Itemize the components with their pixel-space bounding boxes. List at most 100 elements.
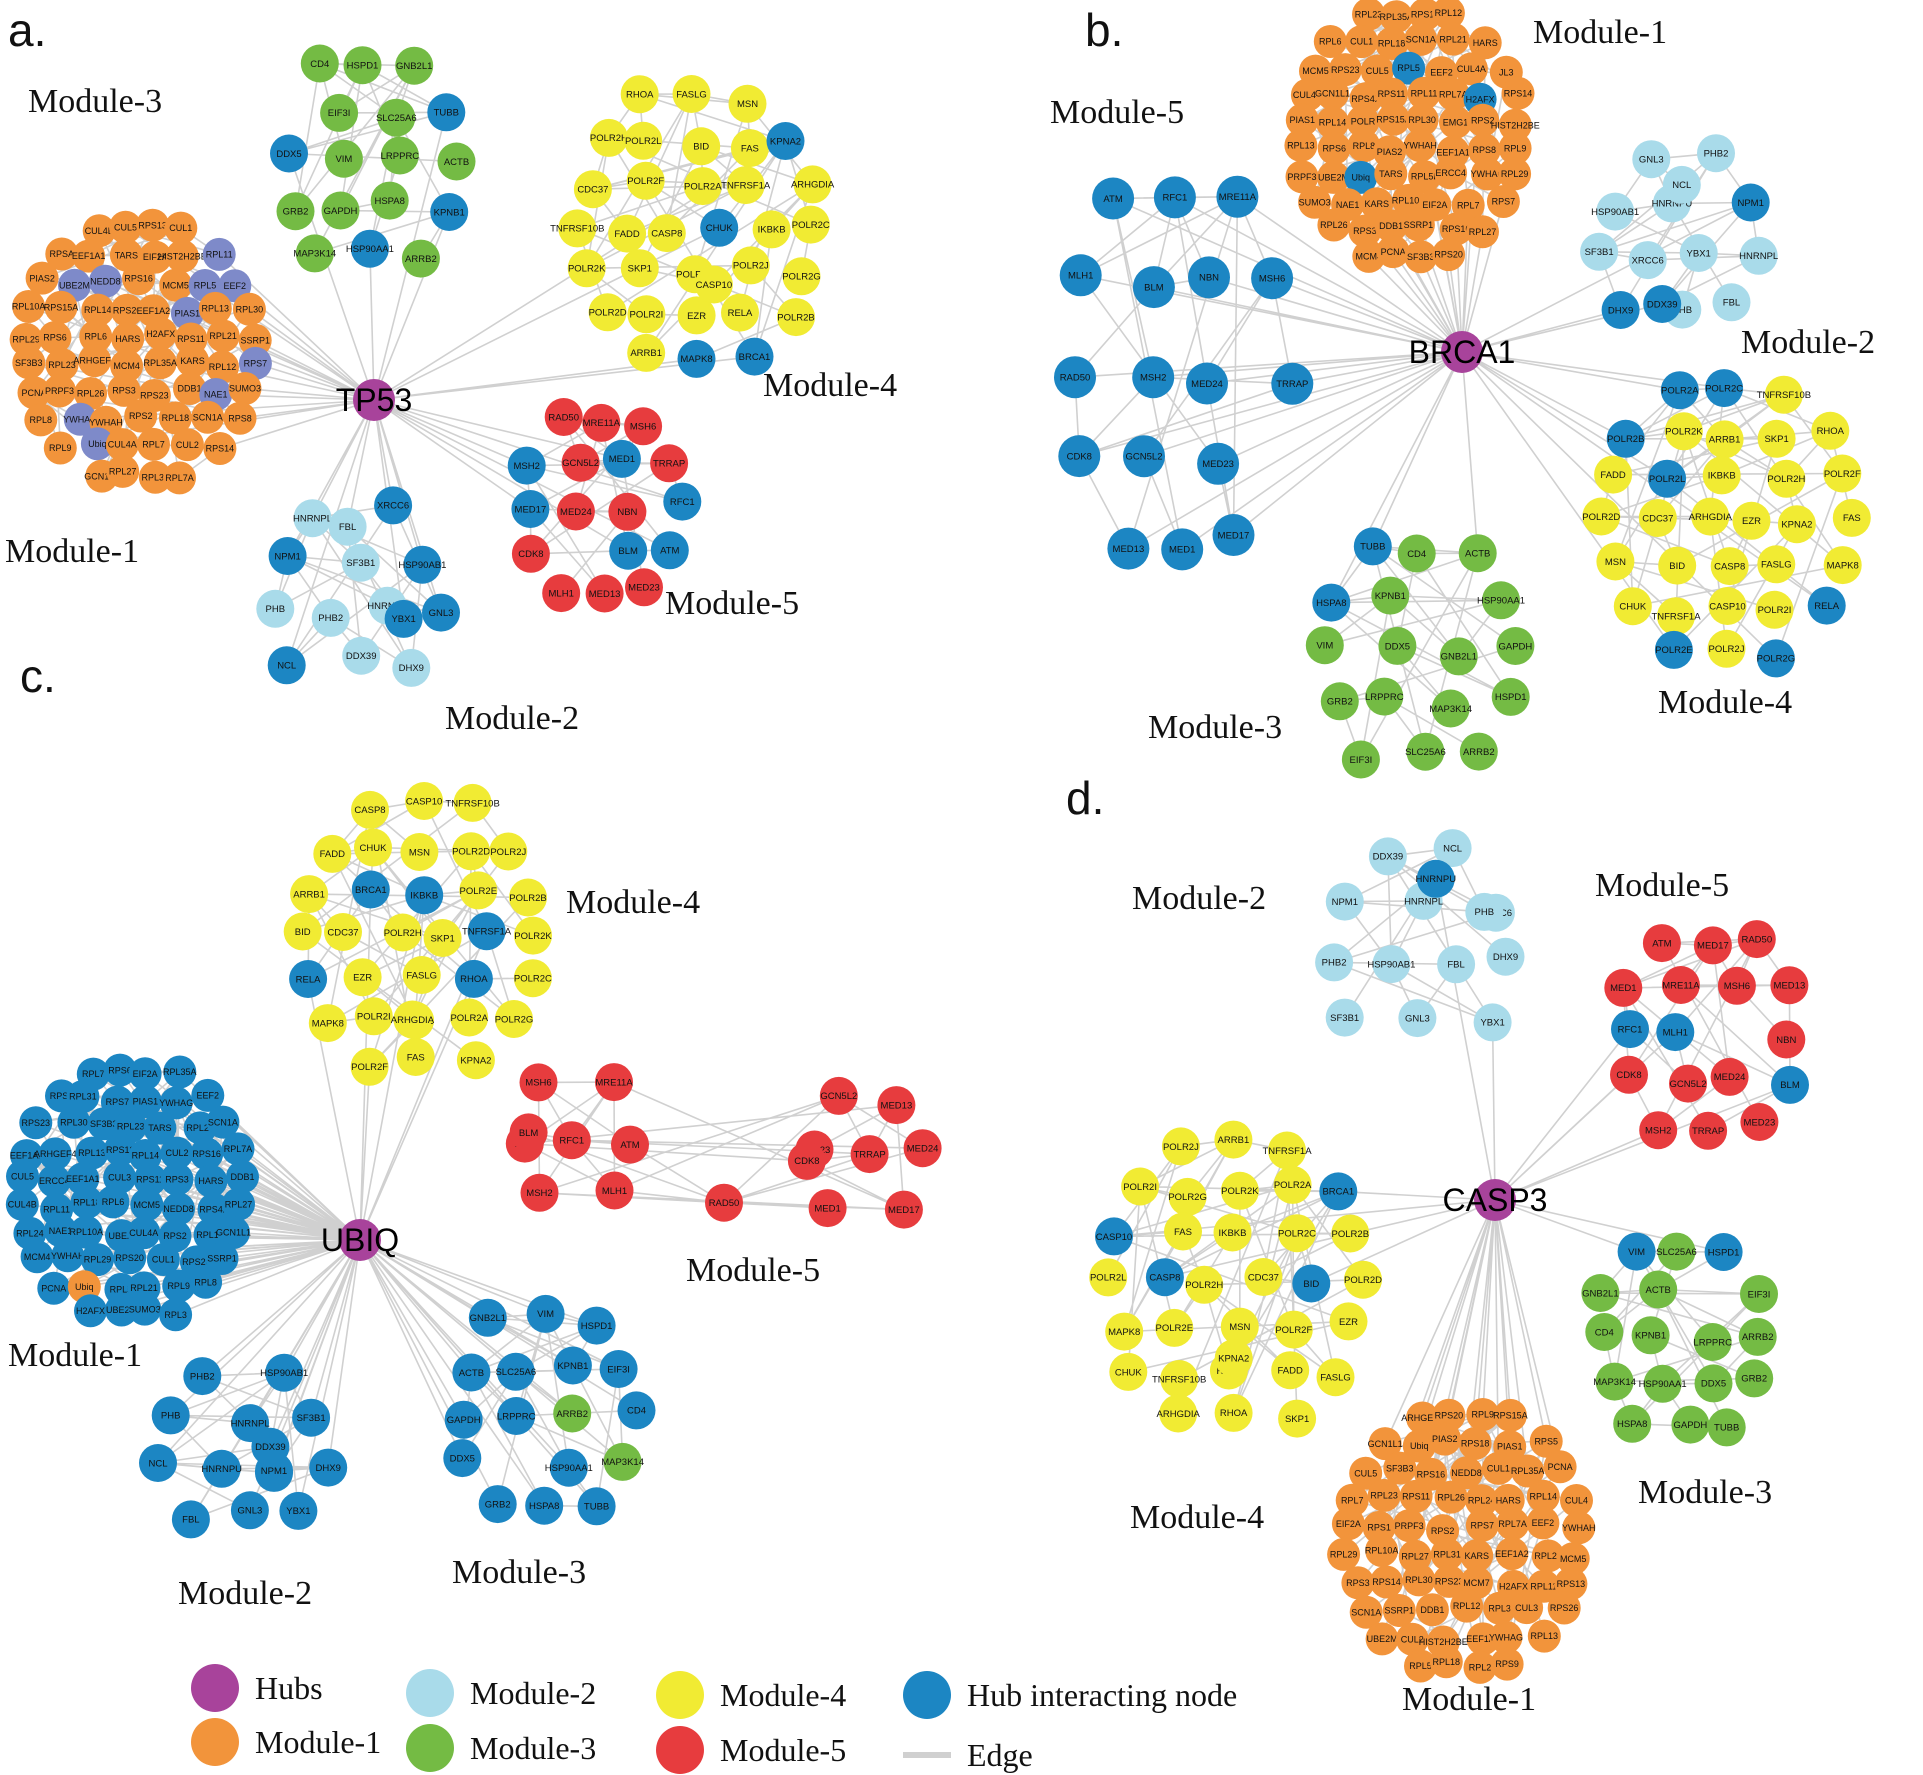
node-EIF3I[interactable] xyxy=(320,93,359,132)
node-MSN[interactable] xyxy=(1220,1307,1259,1346)
node-NCL[interactable] xyxy=(1662,165,1701,204)
node-MAPK8[interactable] xyxy=(1105,1312,1144,1351)
node-RELA[interactable] xyxy=(289,960,328,998)
node-RPS3[interactable] xyxy=(107,373,141,407)
node-CUL2[interactable] xyxy=(160,1136,194,1170)
node-RAD50[interactable] xyxy=(544,398,583,436)
node-BRCA1[interactable] xyxy=(351,870,390,909)
node-BID[interactable] xyxy=(682,127,721,166)
node-MED13[interactable] xyxy=(877,1086,916,1125)
node-MED1[interactable] xyxy=(1604,968,1643,1007)
node-TRRAP[interactable] xyxy=(1271,362,1314,405)
node-GCN5L2[interactable] xyxy=(561,443,600,482)
node-YBX1[interactable] xyxy=(1679,234,1718,272)
node-SF3B3[interactable] xyxy=(87,1107,121,1141)
node-RPL10A[interactable] xyxy=(69,1215,103,1249)
node-ATM[interactable] xyxy=(611,1125,649,1164)
node-MSN[interactable] xyxy=(728,84,767,123)
node-YWHAG[interactable] xyxy=(1471,157,1504,191)
node-POLR2F[interactable] xyxy=(1823,454,1862,493)
node-POLR2A[interactable] xyxy=(450,998,489,1037)
node-GNB2L1[interactable] xyxy=(1439,637,1478,676)
node-CASP10[interactable] xyxy=(694,265,733,304)
node-SSRP1[interactable] xyxy=(238,323,272,357)
node-DDB1[interactable] xyxy=(1415,1593,1449,1627)
node-KARS[interactable] xyxy=(176,344,209,378)
node-NBN[interactable] xyxy=(608,492,647,531)
node-POLR2G[interactable] xyxy=(495,1000,533,1038)
node-RPL31[interactable] xyxy=(138,460,172,494)
node-TNFRSF10B[interactable] xyxy=(1160,1360,1199,1398)
node-MED1[interactable] xyxy=(808,1189,847,1228)
node-DDX39[interactable] xyxy=(342,636,381,675)
node-CUL4B[interactable] xyxy=(1290,78,1324,112)
node-MED24[interactable] xyxy=(556,492,595,531)
node-VIM[interactable] xyxy=(526,1294,565,1333)
node-EEF1A1[interactable] xyxy=(72,239,106,273)
node-Ubiq[interactable] xyxy=(1402,1429,1436,1463)
node-TARS[interactable] xyxy=(143,1111,177,1145)
node-DDX39[interactable] xyxy=(1368,837,1407,876)
node-RPS23[interactable] xyxy=(19,1106,53,1140)
node-POLR2B[interactable] xyxy=(777,298,815,337)
node-RPS6[interactable] xyxy=(1317,131,1351,165)
node-ARRB1[interactable] xyxy=(627,333,666,372)
node-FASLG[interactable] xyxy=(672,75,711,113)
node-YBX1[interactable] xyxy=(384,599,423,638)
node-RPS6[interactable] xyxy=(38,321,72,354)
node-EZR[interactable] xyxy=(1329,1302,1368,1341)
node-HSPD1[interactable] xyxy=(577,1306,616,1345)
node-BRCA1[interactable] xyxy=(1319,1172,1358,1211)
node-CUL4A[interactable] xyxy=(1454,52,1488,86)
node-CUL5[interactable] xyxy=(6,1159,39,1193)
node-HSP90AB1[interactable] xyxy=(265,1353,304,1392)
node-EZR[interactable] xyxy=(1732,501,1771,540)
node-RPL6[interactable] xyxy=(79,319,113,353)
node-KPNB1[interactable] xyxy=(1371,576,1410,615)
node-POLR2B[interactable] xyxy=(1606,419,1645,458)
node-GNB2L1[interactable] xyxy=(395,46,434,85)
node-TNFRSF10B[interactable] xyxy=(453,783,492,822)
node-MED23[interactable] xyxy=(1197,442,1240,485)
node-PHB2[interactable] xyxy=(1315,943,1354,982)
node-Ubiq[interactable] xyxy=(80,427,114,461)
node-HARS[interactable] xyxy=(194,1164,228,1198)
node-RPS7[interactable] xyxy=(238,346,272,380)
node-GRB2[interactable] xyxy=(1735,1359,1774,1398)
node-SLC25A6[interactable] xyxy=(496,1352,535,1391)
node-POLR2B[interactable] xyxy=(1331,1214,1370,1253)
node-RPL8[interactable] xyxy=(1347,129,1381,163)
node-CASP10[interactable] xyxy=(1095,1217,1133,1256)
node-RELA[interactable] xyxy=(1807,586,1846,625)
node-ATM[interactable] xyxy=(650,531,689,570)
node-RPS20[interactable] xyxy=(110,293,144,327)
node-MCM4[interactable] xyxy=(110,349,144,383)
node-POLR[interactable] xyxy=(1346,105,1380,138)
node-RPL7A[interactable] xyxy=(221,1132,255,1166)
node-RPS4X[interactable] xyxy=(197,1192,231,1226)
node-CDK8[interactable] xyxy=(787,1141,826,1180)
node-FBL[interactable] xyxy=(328,507,367,546)
node-GAPDH[interactable] xyxy=(444,1400,483,1439)
node-MED24[interactable] xyxy=(1186,362,1228,405)
node-MAP3K14[interactable] xyxy=(1431,689,1470,728)
node-MED24[interactable] xyxy=(1710,1057,1749,1096)
node-SUMO3[interactable] xyxy=(228,372,262,405)
node-EZR[interactable] xyxy=(343,958,382,997)
node-ACTB[interactable] xyxy=(1458,534,1497,573)
node-RPL7A[interactable] xyxy=(1436,77,1470,111)
node-DDX5[interactable] xyxy=(270,134,308,173)
node-MLH1[interactable] xyxy=(595,1171,634,1210)
node-POLR2L[interactable] xyxy=(624,121,663,160)
node-KPNB1[interactable] xyxy=(1631,1316,1670,1355)
node-RPL9[interactable] xyxy=(1466,1398,1500,1431)
node-MED13[interactable] xyxy=(1107,527,1150,570)
node-POLR2D[interactable] xyxy=(1582,497,1621,536)
node-HSPA8[interactable] xyxy=(1613,1404,1652,1443)
node-VIM[interactable] xyxy=(1617,1232,1656,1271)
node-CUL4B[interactable] xyxy=(82,214,116,248)
node-MCM5[interactable] xyxy=(159,268,193,302)
node-SSRP1[interactable] xyxy=(205,1242,239,1275)
node-RPL3[interactable] xyxy=(159,1298,193,1332)
node-GAPDH[interactable] xyxy=(1496,627,1535,665)
